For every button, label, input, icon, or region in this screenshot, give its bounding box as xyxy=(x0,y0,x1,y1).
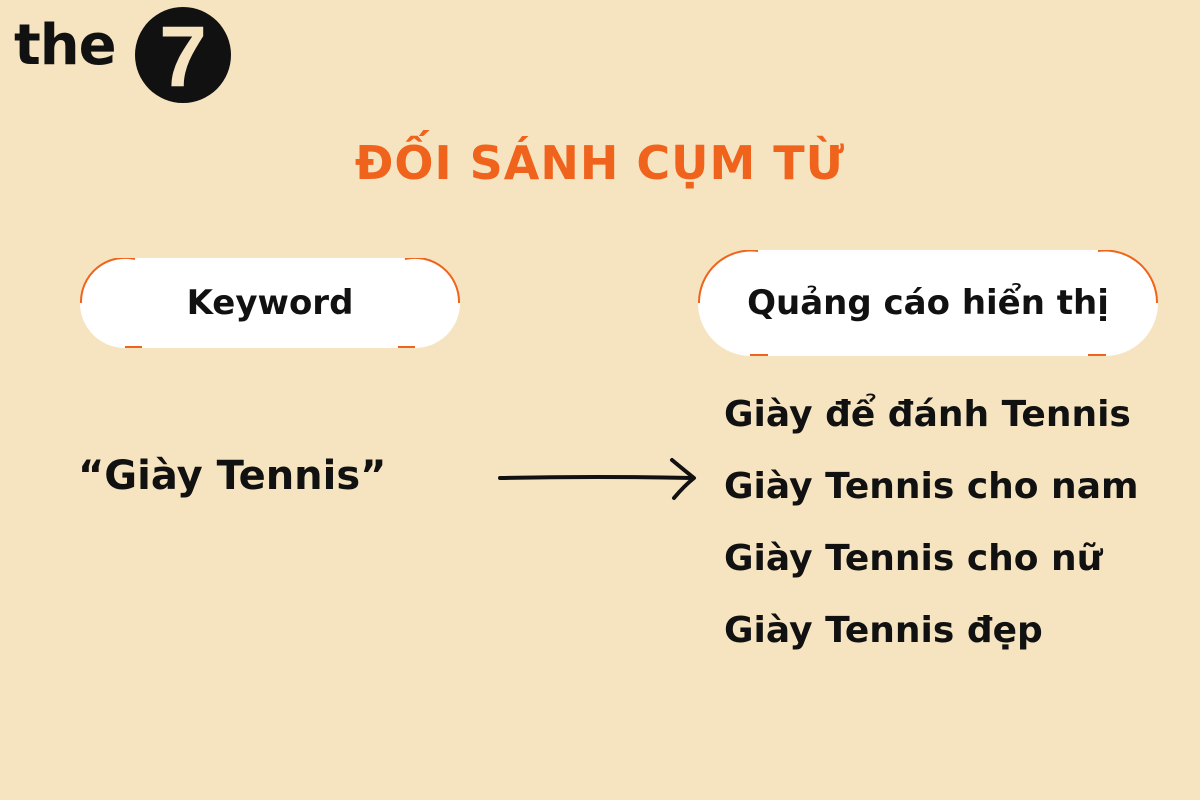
ad-variations-list: Giày để đánh Tennis Giày Tennis cho nam … xyxy=(724,392,1139,680)
logo-text: the xyxy=(14,13,117,78)
keyword-header-label: Keyword xyxy=(186,283,354,323)
logo-badge-number: 7 xyxy=(159,9,207,104)
brand-logo: the 7 xyxy=(12,6,232,106)
right-arrow-icon xyxy=(498,458,696,500)
list-item: Giày để đánh Tennis xyxy=(724,394,1131,435)
keyword-header-pill: Keyword xyxy=(80,258,460,348)
keyword-phrase: “Giày Tennis” xyxy=(78,453,387,499)
list-item: Giày Tennis cho nữ xyxy=(724,538,1103,579)
list-item: Giày Tennis cho nam xyxy=(724,466,1139,507)
ads-header-label: Quảng cáo hiển thị xyxy=(747,283,1109,323)
logo-badge-icon: 7 xyxy=(135,7,231,104)
page-title: ĐỐI SÁNH CỤM TỪ xyxy=(354,136,846,190)
list-item: Giày Tennis đẹp xyxy=(724,610,1043,651)
ads-header-pill: Quảng cáo hiển thị xyxy=(698,250,1158,356)
